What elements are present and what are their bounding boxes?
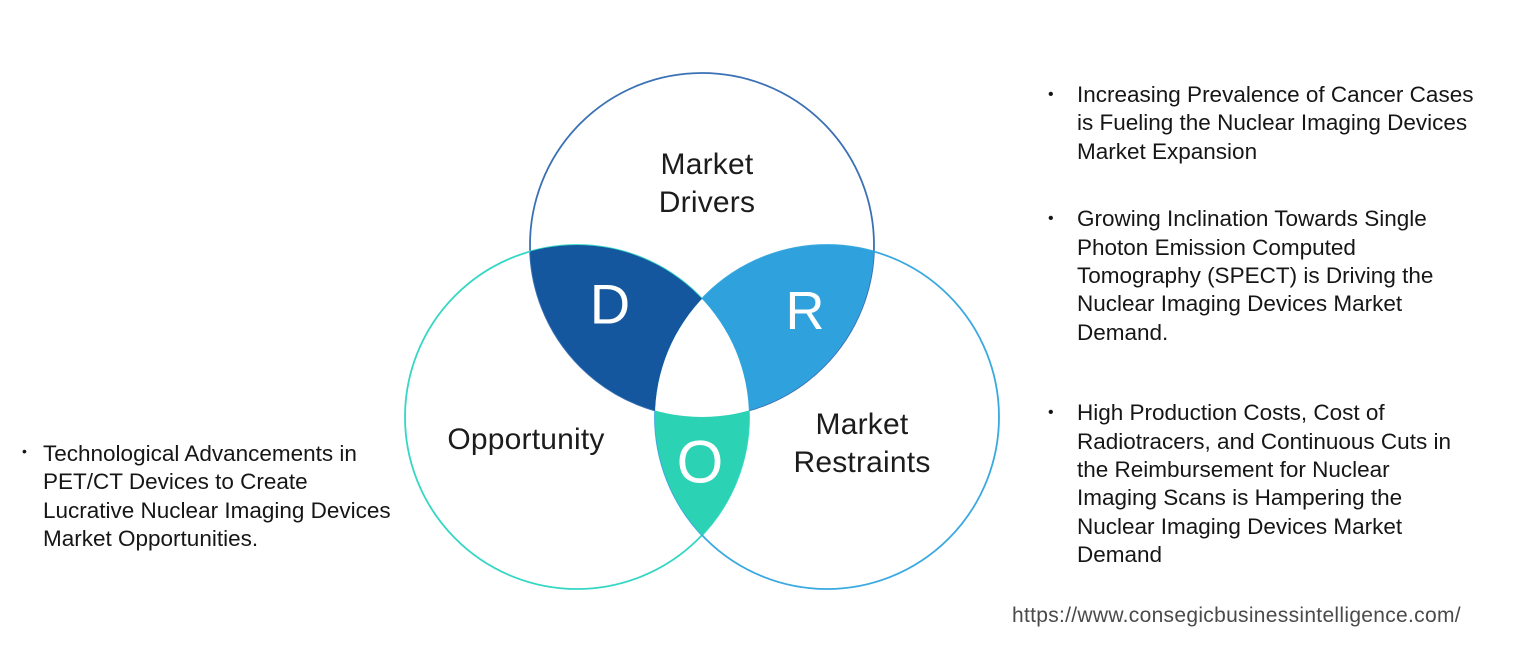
bullet-text: Growing Inclination Towards Single Photo… xyxy=(1077,206,1434,345)
label-market-drivers: Market Drivers xyxy=(658,148,756,219)
venn-diagram: D R O xyxy=(395,55,1010,605)
bullet-text: Increasing Prevalence of Cancer Cases is… xyxy=(1077,82,1474,164)
label-market-restraints: Market Restraints xyxy=(793,408,931,479)
left-bullet-list: Technological Advancements in PET/CT Dev… xyxy=(22,440,404,554)
letter-d: D xyxy=(590,273,630,336)
source-url: https://www.consegicbusinessintelligence… xyxy=(1012,604,1461,627)
label-opportunity: Opportunity xyxy=(447,423,605,456)
letter-r: R xyxy=(786,281,825,341)
bullet-text: Technological Advancements in PET/CT Dev… xyxy=(43,441,391,552)
bullet-item-opportunity: Technological Advancements in PET/CT Dev… xyxy=(22,440,404,554)
drivers-overlap-region xyxy=(530,245,749,417)
letter-o: O xyxy=(677,429,724,496)
bullet-item-restraint: High Production Costs, Cost of Radiotrac… xyxy=(1048,399,1474,569)
bullet-item-driver-2: Growing Inclination Towards Single Photo… xyxy=(1048,205,1474,347)
restraints-overlap-region xyxy=(655,245,874,417)
bullet-text: High Production Costs, Cost of Radiotrac… xyxy=(1077,400,1451,568)
venn-svg: D R O xyxy=(404,72,1000,590)
bullet-item-driver-1: Increasing Prevalence of Cancer Cases is… xyxy=(1048,81,1474,166)
right-bullet-list: Increasing Prevalence of Cancer Cases is… xyxy=(1048,81,1474,570)
